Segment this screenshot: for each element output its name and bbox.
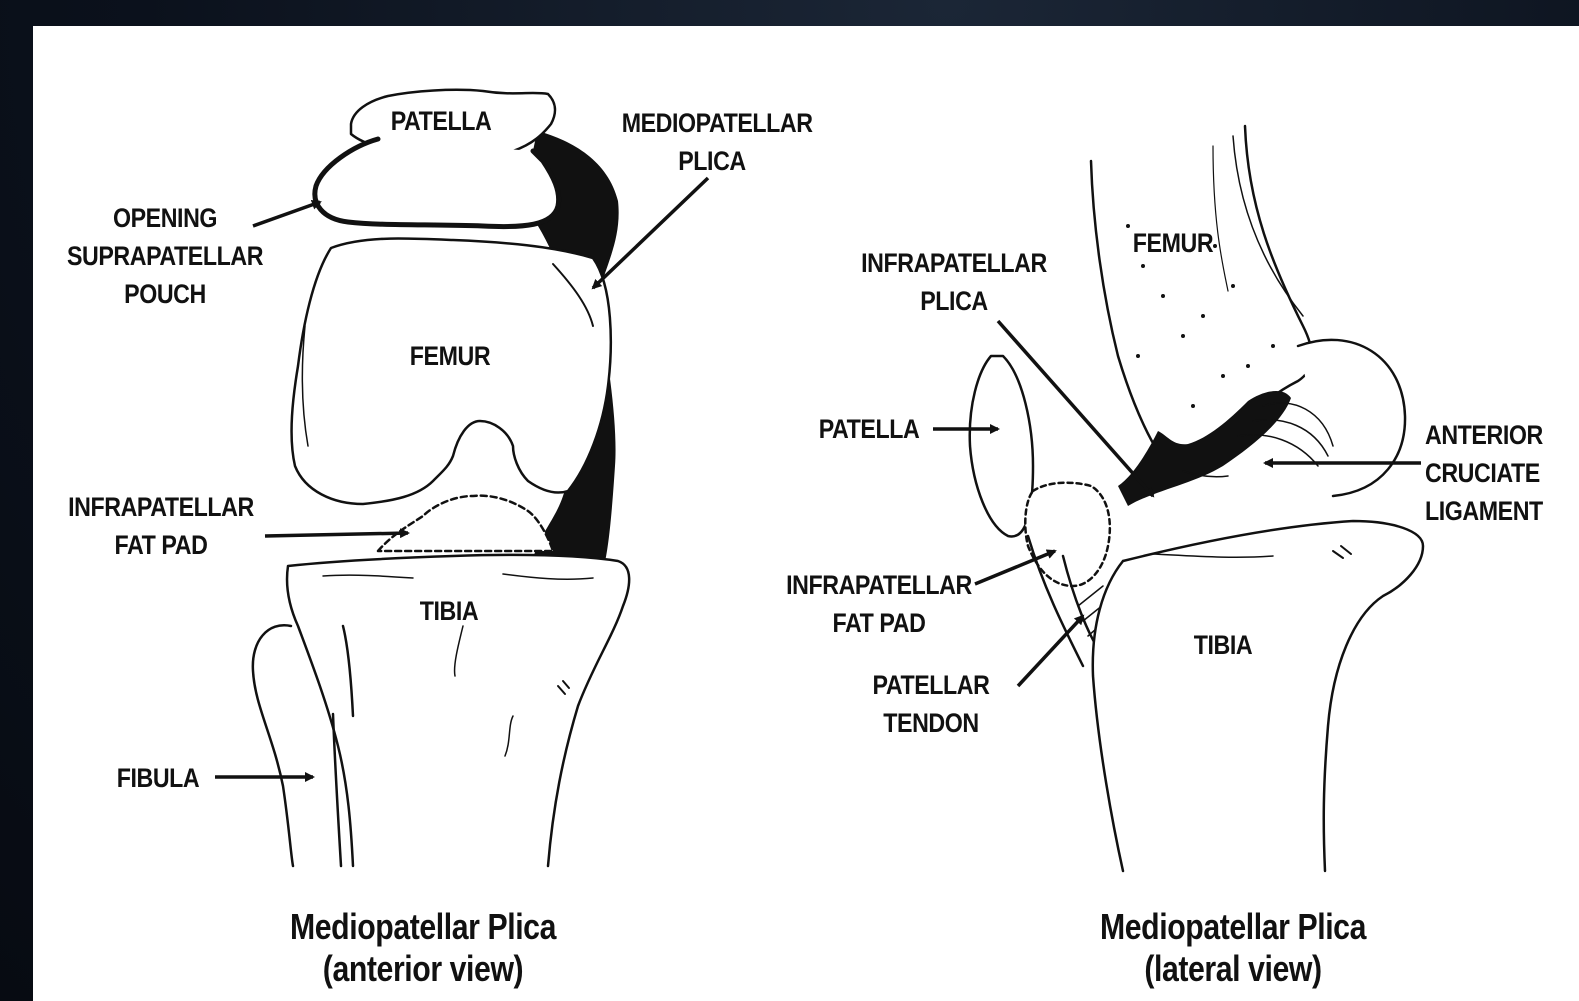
label-mediopatellar-plica: MEDIOPATELLAR PLICA [622,104,803,180]
illustration-panel: PATELLA MEDIOPATELLAR PLICA OPENING SUPR… [33,26,1579,1001]
label-patellar-tendon-line1: PATELLAR [862,666,1000,704]
label-infrapatellar-plica: INFRAPATELLAR PLICA [857,244,1051,320]
label-mediopatellar-line1: MEDIOPATELLAR [622,104,803,142]
label-acl: ANTERIOR CRUCIATE LIGAMENT [1425,416,1554,530]
label-suprapatellar-line1: OPENING [60,199,270,237]
label-suprapatellar-line3: POUCH [60,275,270,313]
label-anterior-fat-pad-line1: INFRAPATELLAR [61,488,261,526]
lateral-condyle-shape [1298,340,1405,496]
caption-anterior-subtitle: (anterior view) [263,948,582,990]
caption-lateral: Mediopatellar Plica (lateral view) [1073,906,1392,990]
label-suprapatellar-line2: SUPRAPATELLAR [60,237,270,275]
label-anterior-patella: PATELLA [389,102,492,140]
label-lateral-fat-pad-line1: INFRAPATELLAR [779,566,979,604]
arrow-anterior-fat-pad [265,533,408,536]
caption-anterior: Mediopatellar Plica (anterior view) [263,906,582,990]
knee-illustration [33,26,1579,1001]
lateral-patella-shape [970,356,1033,536]
label-patellar-tendon-line2: TENDON [862,704,1000,742]
label-lateral-femur: FEMUR [1126,224,1221,262]
label-lateral-tibia: TIBIA [1180,626,1266,664]
label-anterior-fat-pad-line2: FAT PAD [61,526,261,564]
label-anterior-tibia: TIBIA [406,592,492,630]
label-fibula: FIBULA [111,759,206,797]
label-acl-line2: CRUCIATE [1425,454,1554,492]
caption-lateral-title: Mediopatellar Plica [1073,906,1392,948]
label-anterior-femur: FEMUR [398,337,501,375]
label-patellar-tendon: PATELLAR TENDON [862,666,1000,742]
label-lateral-fat-pad: INFRAPATELLAR FAT PAD [779,566,979,642]
arrow-patellar-tendon [1018,616,1083,686]
label-infrapatellar-plica-line1: INFRAPATELLAR [857,244,1051,282]
label-suprapatellar-pouch: OPENING SUPRAPATELLAR POUCH [60,199,270,313]
caption-lateral-subtitle: (lateral view) [1073,948,1392,990]
label-lateral-patella: PATELLA [817,410,920,448]
label-acl-line1: ANTERIOR [1425,416,1554,454]
anterior-fat-pad-shape [378,496,553,551]
label-lateral-fat-pad-line2: FAT PAD [779,604,979,642]
label-mediopatellar-line2: PLICA [622,142,803,180]
label-anterior-fat-pad: INFRAPATELLAR FAT PAD [61,488,261,564]
lateral-femur-shape [1091,126,1312,475]
label-infrapatellar-plica-line2: PLICA [857,282,1051,320]
lateral-tibia-shape [1093,521,1423,871]
label-acl-line3: LIGAMENT [1425,492,1554,530]
suprapatellar-pouch-shape [315,139,559,227]
caption-anterior-title: Mediopatellar Plica [263,906,582,948]
